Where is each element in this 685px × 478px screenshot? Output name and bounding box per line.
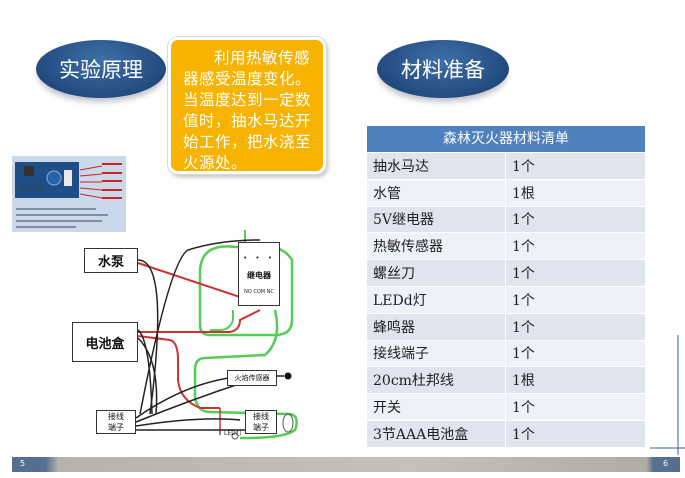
led-label: LED灯: [224, 430, 242, 437]
sensor-photo-illustration: [12, 156, 126, 232]
material-item-name: 开关: [367, 393, 506, 420]
battery-label: 电池盒: [85, 336, 125, 352]
material-item-name: 5V继电器: [367, 205, 506, 233]
relay-box: • • • 继电器 NO COM NC: [238, 242, 280, 306]
material-item-name: 螺丝刀: [367, 259, 506, 286]
corner-decoration: [650, 335, 685, 455]
material-item-quantity: 1个: [506, 152, 645, 179]
terminal-left-line2: 端子: [108, 423, 124, 432]
section-title-materials: 材料准备: [377, 40, 509, 98]
material-item-name: 水管: [367, 178, 506, 206]
principle-note: 利用热敏传感器感受温度变化。当温度达到一定数值时，抽水马达开始工作，把水浇至火源…: [168, 37, 326, 174]
material-item-name: 20cm杜邦线: [367, 366, 506, 394]
materials-title-text: 材料准备: [401, 58, 485, 82]
sensor-module-photo: [12, 156, 126, 232]
material-item-quantity: 1根: [506, 366, 645, 394]
battery-box: 电池盒: [72, 322, 138, 362]
material-item-name: 热敏传感器: [367, 232, 506, 260]
material-item-quantity: 1个: [506, 419, 645, 447]
page-number-right: 6: [663, 459, 669, 468]
material-item-quantity: 1个: [506, 312, 645, 340]
material-item-name: 蜂鸣器: [367, 312, 506, 340]
pump-box: 水泵: [84, 248, 138, 273]
material-item-name: 抽水马达: [367, 152, 506, 179]
material-item-quantity: 1个: [506, 339, 645, 367]
flame-sensor-label: 火焰传感器: [234, 374, 270, 382]
material-item-name: LEDd灯: [367, 285, 506, 313]
flame-sensor-box: 火焰传感器: [227, 370, 277, 386]
material-item-quantity: 1个: [506, 205, 645, 233]
relay-label: 继电器: [247, 270, 271, 280]
terminal-left-line1: 接线: [108, 412, 124, 421]
principle-title-text: 实验原理: [59, 58, 143, 82]
material-item-quantity: 1个: [506, 285, 645, 313]
terminal-block-right: 接线 端子: [245, 410, 277, 434]
material-item-quantity: 1个: [506, 393, 645, 420]
terminal-right-line2: 端子: [253, 423, 269, 432]
page-number-left: 5: [20, 459, 26, 468]
material-item-quantity: 1个: [506, 259, 645, 286]
terminal-block-left: 接线 端子: [96, 410, 136, 434]
material-item-quantity: 1根: [506, 178, 645, 206]
terminal-right-line1: 接线: [253, 412, 269, 421]
material-item-name: 3节AAA电池盒: [367, 419, 506, 447]
footer-bar: [12, 457, 680, 472]
material-item-quantity: 1个: [506, 232, 645, 260]
relay-pin-dots: • • •: [243, 253, 275, 262]
relay-pin-labels: NO COM NC: [244, 288, 274, 295]
material-item-name: 接线端子: [367, 339, 506, 367]
principle-note-text: 利用热敏传感器感受温度变化。当温度达到一定数值时，抽水马达开始工作，把水浇至火源…: [183, 49, 312, 172]
pump-label: 水泵: [97, 255, 124, 270]
materials-table-header: 森林灭火器材料清单: [367, 126, 645, 152]
section-title-principle: 实验原理: [36, 40, 166, 98]
